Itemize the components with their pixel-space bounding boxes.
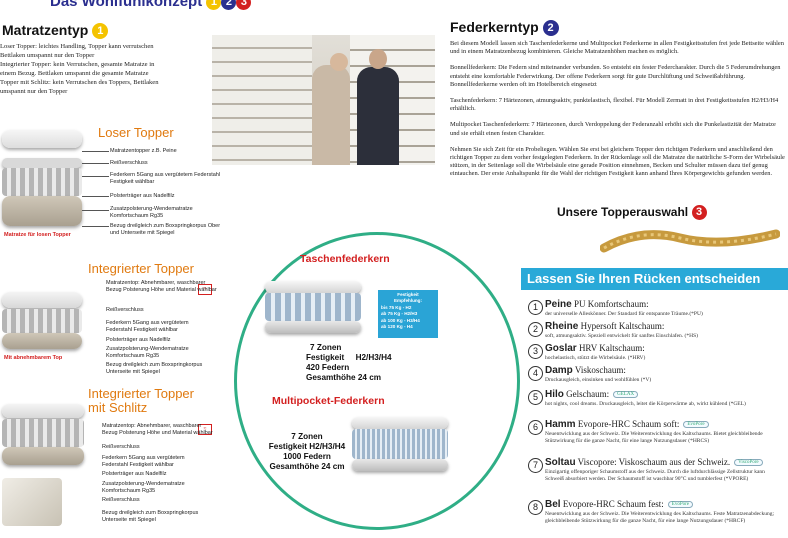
topper-title: Goslar HRV Kaltschaum: — [545, 343, 645, 354]
integrierter-topper-caption: Mit abnehmbarem Top — [4, 355, 63, 361]
taschenfederkern-illustration — [265, 281, 361, 335]
number-badge-1: 1 — [206, 0, 222, 10]
topper-description: hochelastisch, stützt die Wirbelsäule. (… — [545, 355, 646, 361]
number-badge-3: 3 — [691, 205, 707, 221]
wash-icon: ≈ — [198, 424, 212, 435]
number-badge-3: 3 — [236, 0, 252, 10]
topper-logo: EvoPore — [667, 501, 694, 509]
integrierter-topper-illustration — [2, 292, 82, 354]
topper-description: soft, atmungsaktiv. Speziell entwickelt … — [545, 333, 698, 339]
federkern-circle — [234, 232, 520, 530]
store-photo — [212, 35, 435, 165]
topper-number: 6 — [528, 420, 543, 435]
matratzentyp-intro: Loser Topper: leichtes Handling, Topper … — [0, 43, 159, 95]
topper-number: 7 — [528, 458, 543, 473]
schlitz-topper-title: Integrierter Topper mit Schlitz — [88, 386, 194, 415]
multipocket-illustration — [352, 417, 448, 473]
topper-description: Neuentwicklung aus der Schweiz. Die Weit… — [545, 511, 775, 524]
loser-topper-illustration — [2, 130, 82, 230]
topper-logo: EvoPore — [683, 421, 709, 429]
number-badge-1: 1 — [92, 23, 109, 40]
topper-description: Druckausgleich, einsinken und wohlfühlen… — [545, 377, 652, 383]
topper-title: Rheine Hypersoft Kaltschaum: — [545, 321, 665, 332]
wash-icon: ≈ — [198, 284, 212, 295]
topper-description: Neuentwicklung aus der Schweiz. Die Weit… — [545, 431, 763, 444]
federkerntyp-text: Bei diesem Modell lassen sich Taschenfed… — [450, 40, 785, 178]
topperauswahl-heading: Unsere Topperauswahl 3 — [557, 205, 707, 221]
federkerntyp-heading: Federkerntyp 2 — [450, 19, 559, 37]
topper-title: Hilo Gelschaum:GELAX — [545, 389, 639, 400]
loser-topper-caption: Matratze für losen Topper — [4, 232, 71, 238]
multipocket-spec: 7 Zonen Festigkeit H2/H3/H4 1000 Federn … — [268, 432, 346, 471]
topper-number: 3 — [528, 344, 543, 359]
topper-description: hot nights, cool dreams. Druckausgleich,… — [545, 401, 746, 407]
loser-topper-title: Loser Topper — [98, 125, 174, 140]
topper-logo: ViscoPore — [734, 459, 763, 467]
matratzentyp-heading: Matratzentyp 1 — [2, 22, 109, 40]
topper-number: 1 — [528, 300, 543, 315]
ruecken-banner: Lassen Sie Ihren Rücken entscheiden — [521, 268, 788, 290]
schlitz-topper-illustration — [2, 404, 84, 534]
topper-title: Bel Evopore-HRC Schaum fest:EvoPore — [545, 499, 694, 510]
spine-illustration — [599, 222, 781, 256]
topper-title: Hamm Evopore-HRC Schaum soft:EvoPore — [545, 419, 709, 430]
integrierter-topper-title: Integrierter Topper — [88, 261, 194, 276]
festigkeit-recommendation-box: Festigkeit Empfehlung: bis 75 Kg - H2 ab… — [378, 290, 438, 338]
topper-description: Einzigartig offenporiger Schaumstoff aus… — [545, 469, 765, 482]
number-badge-2: 2 — [542, 20, 559, 37]
topper-title: Peine PU Komfortschaum: — [545, 299, 649, 310]
topper-number: 4 — [528, 366, 543, 381]
topper-title: Damp Viskoschaum: — [545, 365, 626, 376]
topper-number: 5 — [528, 390, 543, 405]
taschenfederkern-spec: 7 Zonen Festigkeit H2/H3/H4 420 Federn G… — [306, 343, 392, 382]
topper-number: 8 — [528, 500, 543, 515]
taschenfederkern-title: Taschenfederkern — [300, 253, 390, 265]
number-badge-2: 2 — [221, 0, 237, 10]
topper-description: der universelle Alleskönner. Der Standar… — [545, 311, 703, 317]
topper-title: Soltau Viscopore: Viskoschaum aus der Sc… — [545, 457, 763, 468]
multipocket-title: Multipocket-Federkern — [272, 395, 385, 407]
topper-logo: GELAX — [613, 391, 639, 399]
topper-number: 2 — [528, 322, 543, 337]
